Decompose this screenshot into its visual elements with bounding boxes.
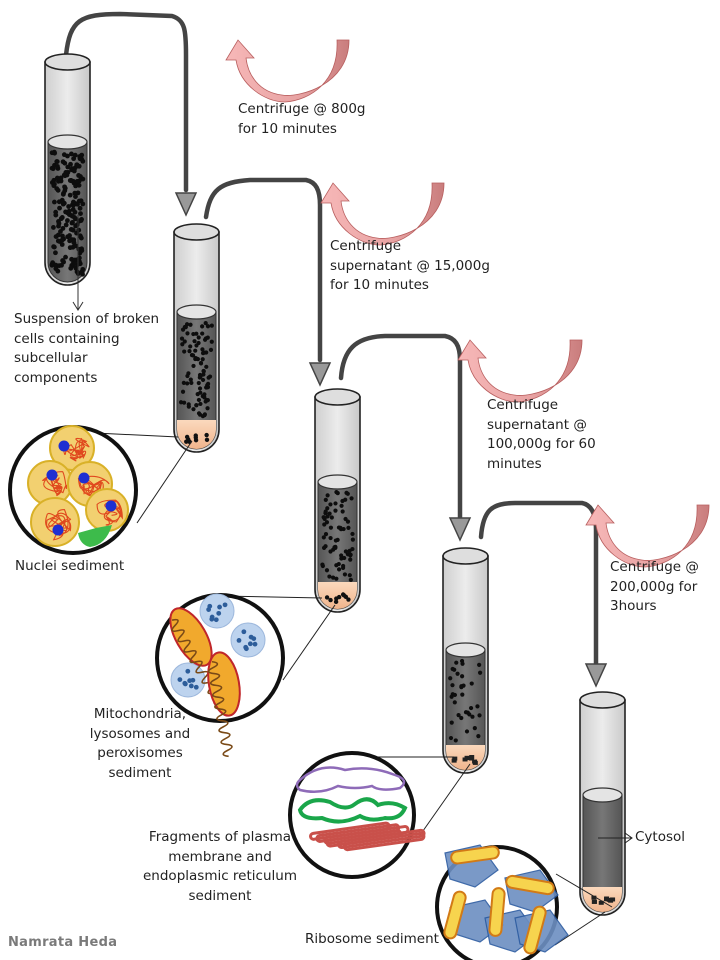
callout-ribosome-top (555, 873, 613, 908)
pellet-sediment (318, 582, 357, 609)
flow-line-3 (338, 333, 463, 523)
test-tube-3 (314, 388, 361, 613)
callout-nuclei-top (94, 432, 179, 438)
er-fragment (337, 828, 426, 849)
callout-membrane-bottom (417, 763, 471, 839)
magnified-nuclei-circle (8, 425, 138, 555)
test-tube-4 (442, 547, 489, 774)
ribosome-small-subunit (450, 845, 500, 865)
flow-arrowhead-3 (448, 517, 472, 542)
sediment-label-membrane: Fragments of plasma membrane and endopla… (143, 829, 297, 904)
cytosol-pointer (598, 832, 633, 844)
cytosol-label: Cytosol (635, 829, 686, 845)
rotation-arrow-icon-2 (320, 182, 445, 246)
lysosome (230, 622, 266, 658)
step-label-3: Centrifuge supernatant @ 100,000g for 60… (487, 397, 596, 472)
sediment-label-mito: Mitochondria, lysosomes and peroxisomes … (89, 706, 191, 781)
magnified-mito-circle (155, 593, 285, 758)
flow-line-4 (478, 500, 599, 668)
flow-line-1 (63, 11, 189, 193)
nucleus-cell (27, 460, 73, 506)
ribosome-small-subunit (443, 890, 467, 940)
ribosome-small-subunit (523, 905, 547, 955)
test-tube-2 (173, 223, 220, 453)
step-label-4: Centrifuge @ 200,000g for 3hours (610, 559, 699, 614)
lysosome (199, 593, 235, 629)
nucleus-cell (30, 497, 80, 547)
flow-arrowhead-2 (308, 362, 332, 387)
callout-mito-bottom (282, 604, 336, 681)
suspension-label: Suspension of broken cells containing su… (14, 311, 160, 386)
membrane-vesicle (297, 797, 408, 824)
rotation-arrow-icon-4 (585, 504, 710, 568)
flow-line-2 (203, 177, 323, 363)
flow-arrowhead-1 (174, 192, 198, 217)
flow-arrowhead-4 (584, 663, 608, 688)
test-tube-1 (44, 53, 91, 286)
sediment-label-nuclei: Nuclei sediment (15, 558, 125, 574)
magnified-membrane-circle (288, 751, 426, 879)
nucleus-cell (85, 488, 129, 532)
suspension-pointer-head (72, 301, 84, 311)
lysosome (170, 662, 206, 698)
cell-debris (78, 525, 112, 547)
ribosome-small-subunit (488, 887, 506, 937)
author-signature: Namrata Heda (8, 935, 118, 950)
magnified-ribosome-circle (435, 844, 569, 960)
callout-nuclei-bottom (136, 440, 193, 524)
pellet-sediment (583, 887, 622, 912)
er-fragment (342, 831, 426, 852)
test-tube-5 (579, 691, 626, 916)
step-label-1: Centrifuge @ 800g for 10 minutes (238, 101, 366, 137)
plasma-membrane-fragment (295, 766, 406, 794)
rotation-arrow-icon-3 (457, 339, 583, 403)
callout-ribosome-bottom (554, 911, 606, 946)
ribosome-small-subunit (505, 874, 555, 896)
mitochondrion (207, 651, 241, 758)
mitochondrion (169, 607, 221, 705)
sediment-label-ribosome: Ribosome sediment (305, 931, 439, 947)
rotation-arrow-icon-1 (225, 39, 350, 103)
step-label-2: Centrifuge supernatant @ 15,000g for 10 … (330, 238, 490, 293)
